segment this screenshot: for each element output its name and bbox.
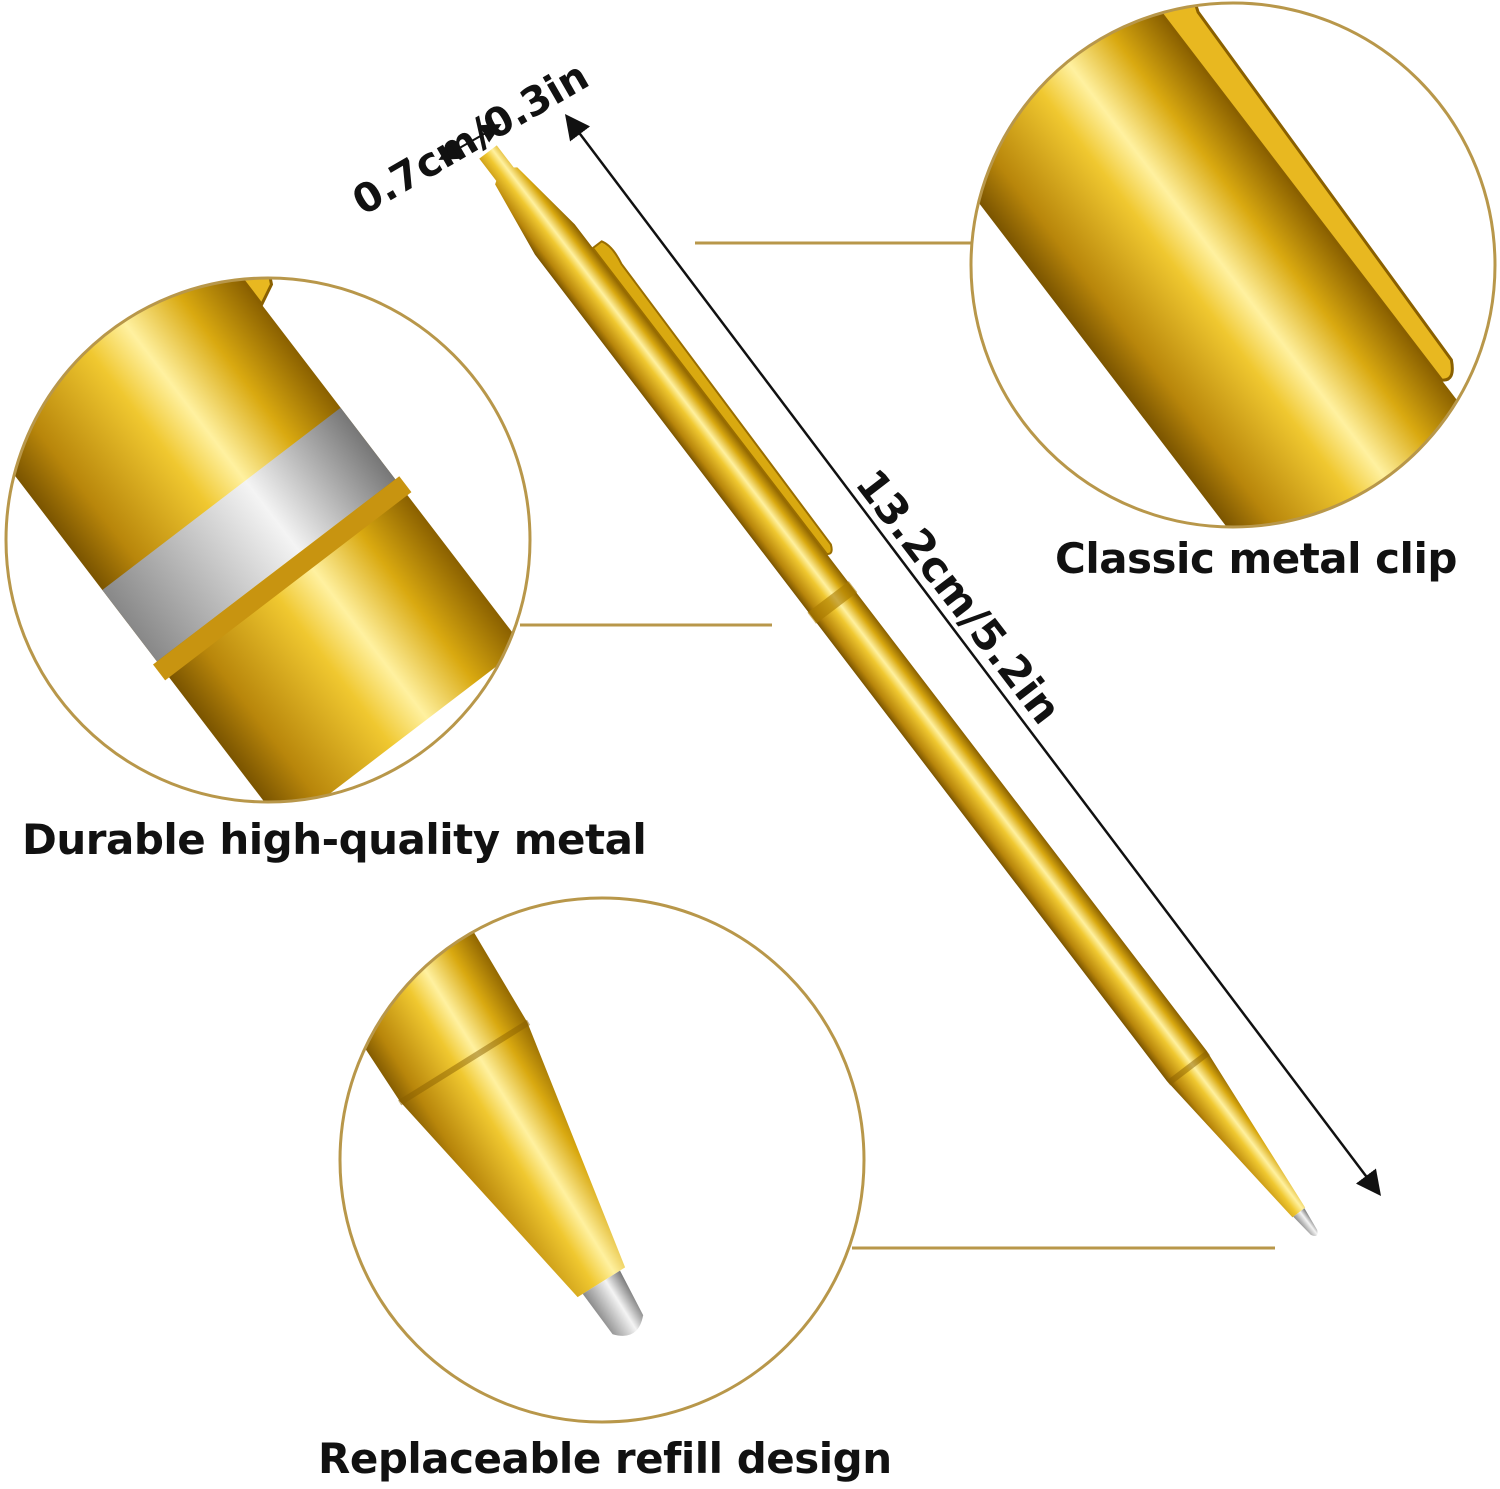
feature-label-refill: Replaceable refill design bbox=[318, 1434, 892, 1483]
feature-label-clip: Classic metal clip bbox=[1055, 534, 1457, 583]
length-arrow bbox=[564, 114, 1382, 1196]
diameter-arrow bbox=[438, 124, 502, 160]
feature-label-metal: Durable high-quality metal bbox=[22, 815, 647, 864]
detail-circle-refill bbox=[338, 896, 866, 1424]
pen-clip bbox=[591, 240, 833, 555]
detail-circle-metal bbox=[4, 276, 532, 804]
